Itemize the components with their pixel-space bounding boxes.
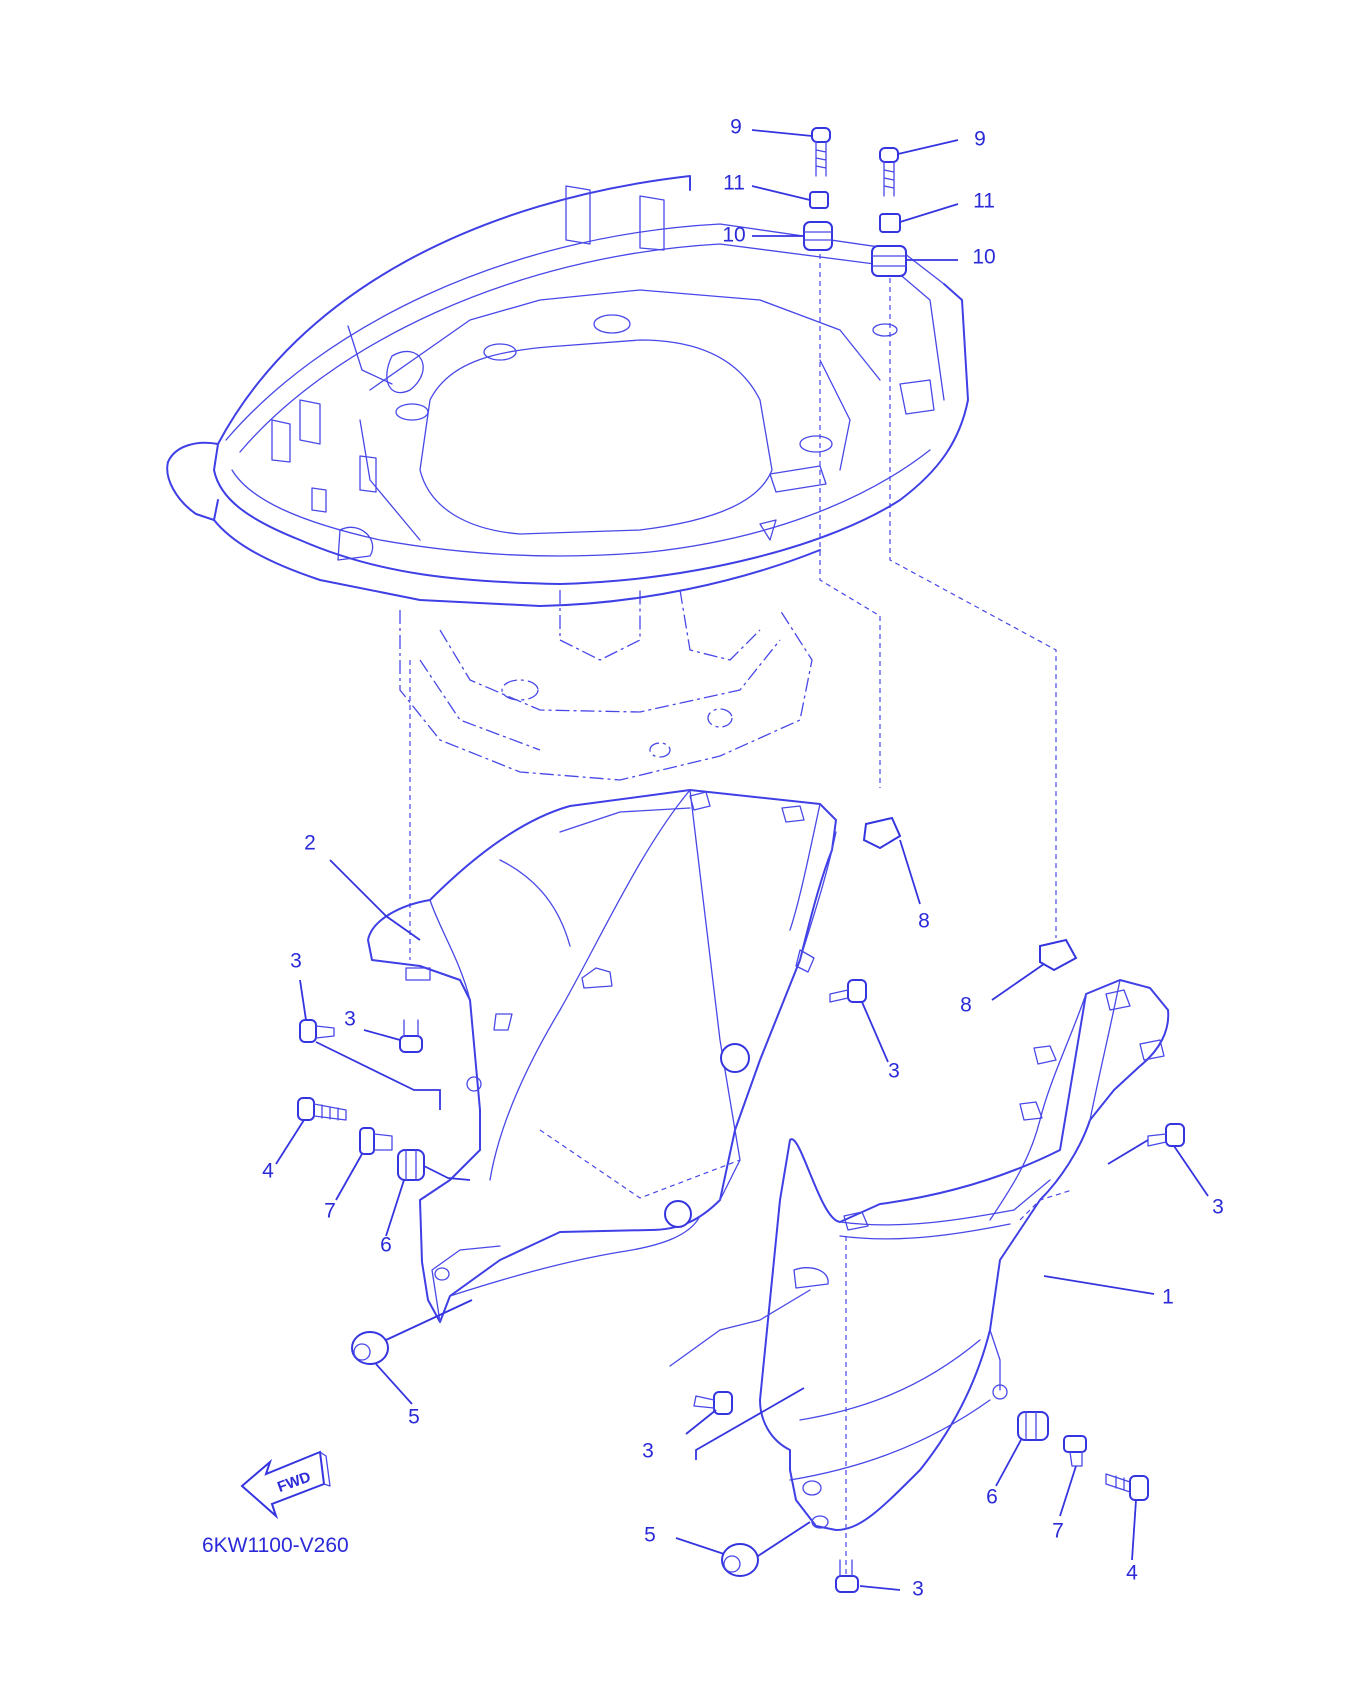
callout-5: 5 <box>644 1524 656 1547</box>
callout-11: 11 <box>973 190 995 213</box>
top-mount-bolt-right <box>879 147 899 197</box>
bolt-4-left <box>297 1097 347 1121</box>
callout-6: 6 <box>380 1234 392 1257</box>
callout-1: 1 <box>1162 1286 1174 1309</box>
grommet-6-right <box>1017 1411 1049 1441</box>
callout-7: 7 <box>1052 1520 1064 1543</box>
callout-3: 3 <box>642 1440 654 1463</box>
diagram-code: 6KW1100-V260 <box>202 1534 349 1557</box>
callout-3: 3 <box>912 1578 924 1601</box>
callout-3: 3 <box>344 1008 356 1031</box>
fwd-arrow-icon: FWD <box>240 1450 331 1520</box>
callout-6: 6 <box>986 1486 998 1509</box>
callout-3: 3 <box>1212 1196 1224 1219</box>
callout-8: 8 <box>960 994 972 1017</box>
callout-8: 8 <box>918 910 930 933</box>
callout-5: 5 <box>408 1406 420 1429</box>
bolt-4-right <box>1105 1473 1149 1501</box>
apron-right <box>669 979 1170 1576</box>
collar-left <box>809 191 829 209</box>
screw-3-mid-left <box>829 979 867 1003</box>
callout-labels: 9 9 11 11 10 10 2 8 8 3 3 3 3 3 3 4 7 6 … <box>262 116 1224 1601</box>
grommet-right <box>871 245 907 277</box>
callout-3: 3 <box>290 950 302 973</box>
screw-3-right-bottom <box>835 1559 859 1593</box>
clip-nut-upper <box>862 816 902 850</box>
callout-9: 9 <box>974 128 986 151</box>
callout-11: 11 <box>723 172 745 195</box>
apron-left <box>367 789 837 1323</box>
damper-5-right <box>721 1543 759 1577</box>
grommet-6-left <box>397 1149 425 1181</box>
clip-nut-lower <box>1039 938 1078 972</box>
screw-3-right-lower <box>693 1391 733 1415</box>
screw-3-left-vertical <box>399 1019 423 1053</box>
screw-3-left-top <box>299 1019 335 1043</box>
damper-5-left <box>351 1331 389 1365</box>
callout-3: 3 <box>888 1060 900 1083</box>
collar-7-right <box>1063 1435 1087 1467</box>
callout-7: 7 <box>324 1200 336 1223</box>
callout-9: 9 <box>730 116 742 139</box>
grommet-left <box>803 221 833 251</box>
collar-7-left <box>359 1127 393 1155</box>
collar-right <box>879 213 901 233</box>
bottom-cowling-tray <box>166 175 969 781</box>
top-mount-bolt-left <box>811 127 831 177</box>
screw-3-right-top <box>1147 1123 1185 1147</box>
callout-10: 10 <box>722 224 745 247</box>
leader-lines <box>275 129 1209 1591</box>
callout-10: 10 <box>972 246 995 269</box>
callout-4: 4 <box>262 1160 274 1183</box>
callout-2: 2 <box>304 832 316 855</box>
callout-4: 4 <box>1126 1562 1138 1585</box>
